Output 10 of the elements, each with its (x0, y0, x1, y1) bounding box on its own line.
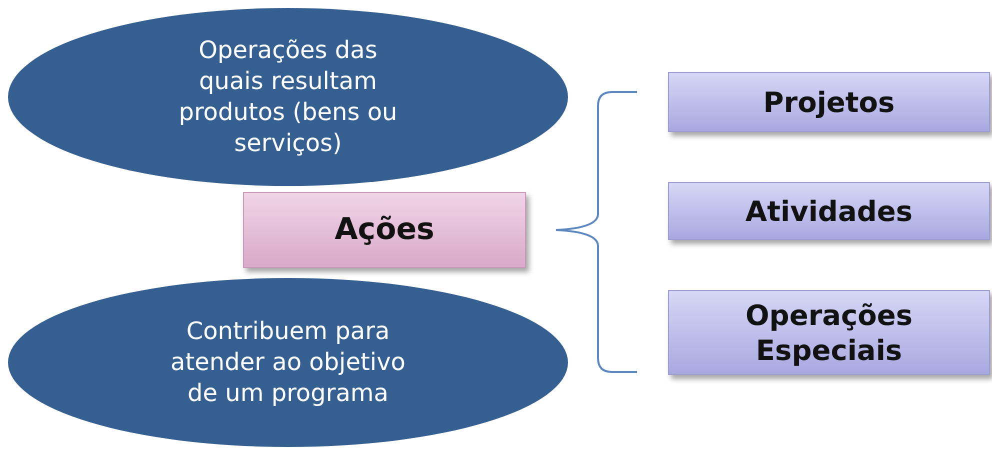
node-text: Operações Especiais (744, 298, 914, 368)
box-node (243, 192, 526, 268)
node-text: Projetos (763, 84, 895, 120)
node-text: Ações (334, 211, 434, 249)
node-text: Operações das quais resultam produtos (bens ou serviços) (178, 34, 398, 160)
node-text: Contribuem para atender ao objetivo de um programa (170, 316, 406, 410)
box-node (668, 290, 990, 375)
box-node (668, 72, 990, 132)
box-node (668, 182, 990, 240)
node-text: Atividades (745, 194, 913, 228)
